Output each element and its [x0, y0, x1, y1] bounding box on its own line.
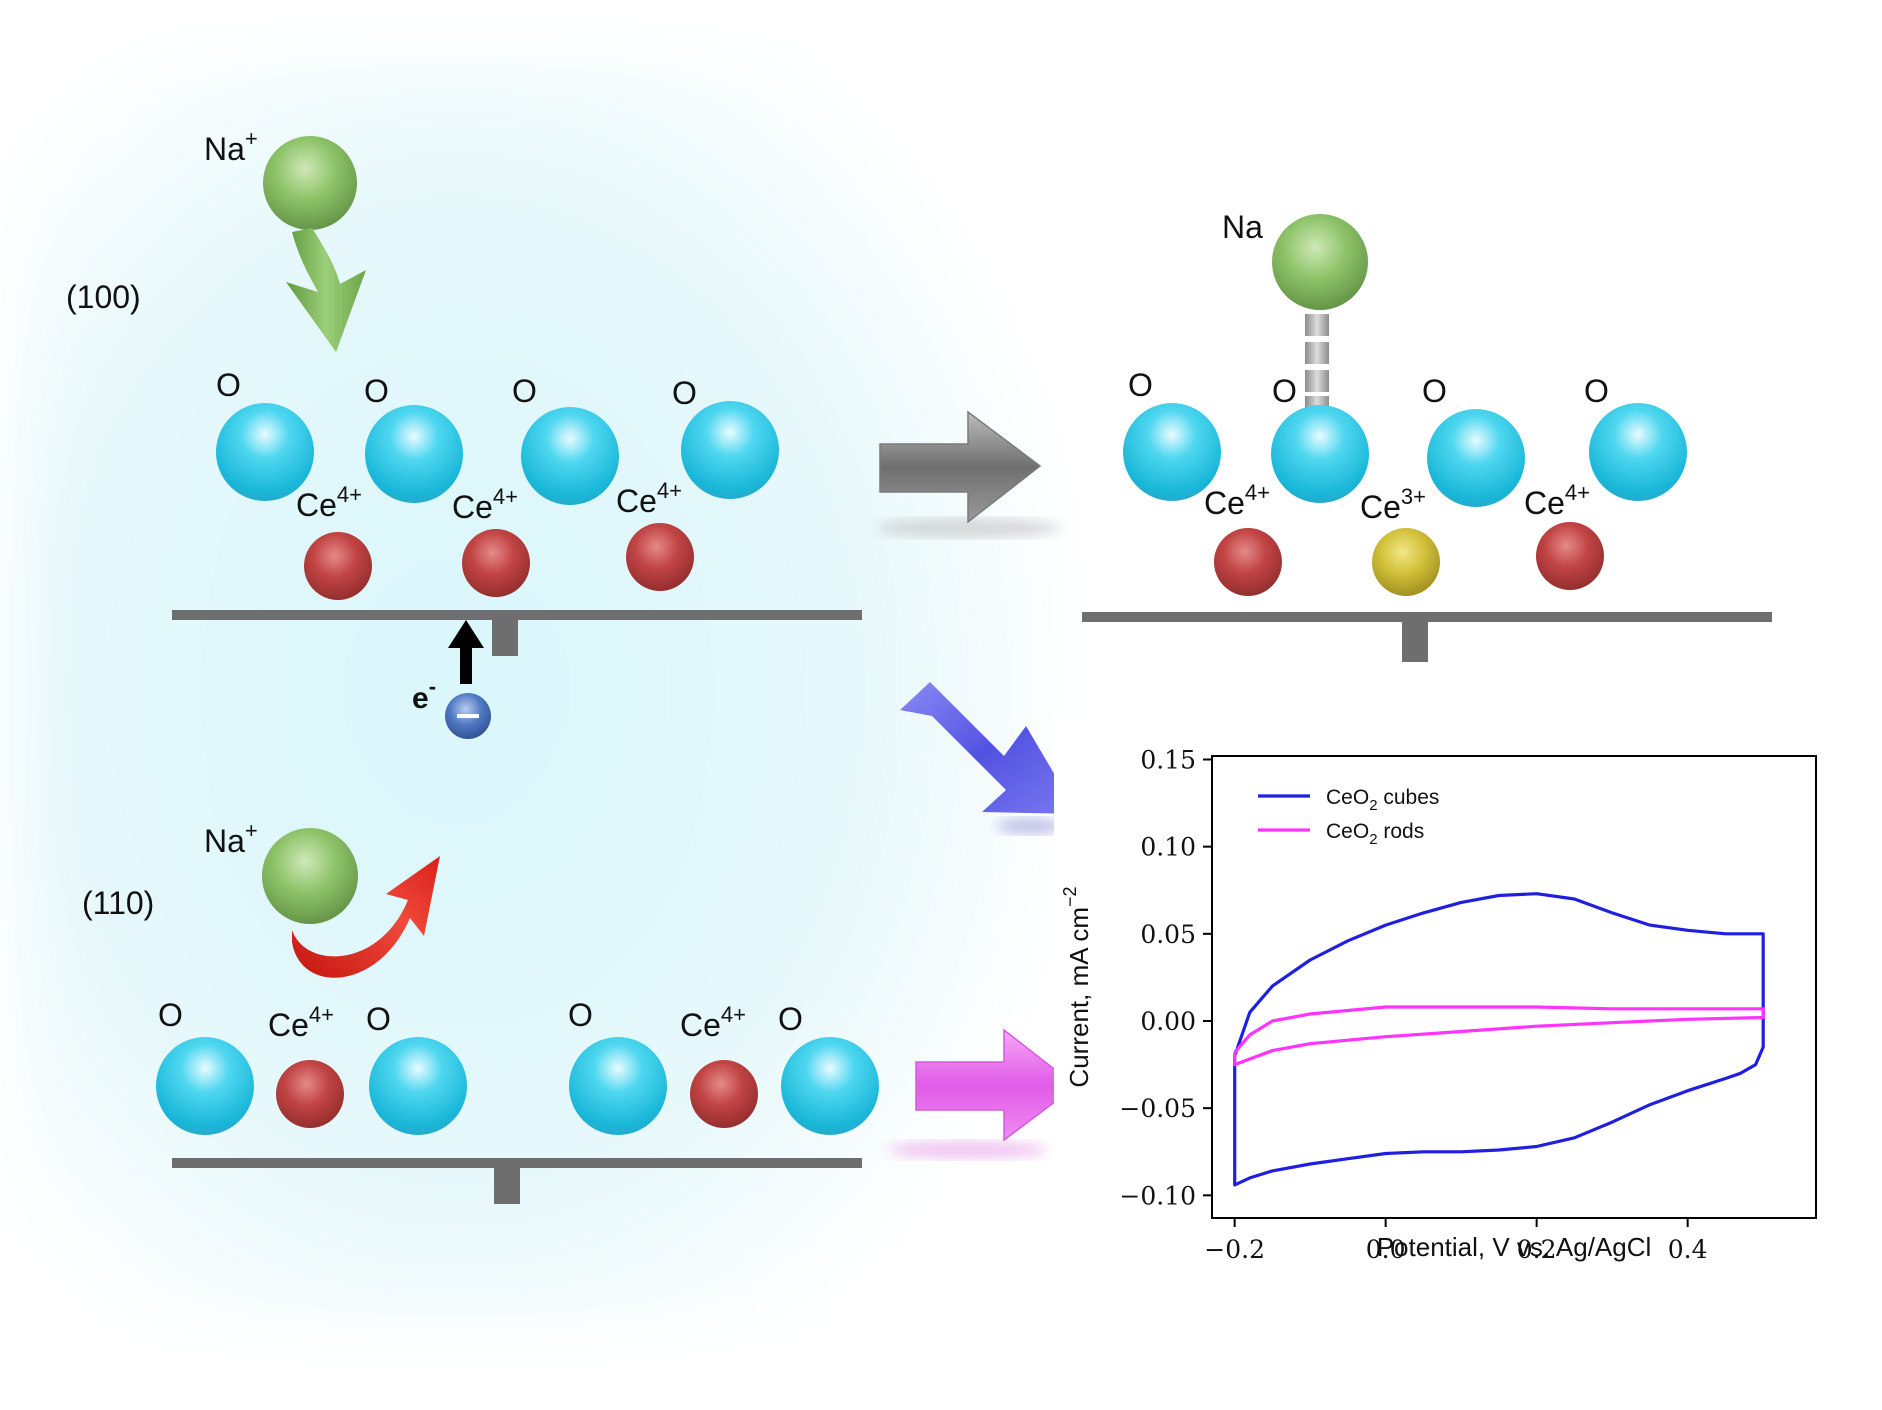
cerium-3-label: Ce3+ — [1360, 484, 1426, 525]
y-axis-label: Current, mA cm−2 — [1060, 886, 1094, 1087]
electrode-contact-110 — [494, 1168, 520, 1204]
sodium-ion-bottom — [262, 828, 358, 924]
oxygen-atom — [521, 407, 619, 505]
cerium-4-atom — [304, 532, 372, 600]
y-tick-label: −0.05 — [1119, 1094, 1196, 1123]
minus-icon — [457, 714, 479, 718]
cerium-4-label: Ce4+ — [452, 484, 518, 525]
oxygen-label: O — [158, 997, 183, 1033]
electron-arrow-shaft — [460, 644, 472, 684]
series-group — [1233, 892, 1765, 1187]
cerium-4-label: Ce4+ — [616, 478, 682, 519]
oxygen-label: O — [672, 375, 697, 411]
oxygen-label: O — [1272, 373, 1297, 409]
y-tick-label: 0.10 — [1140, 833, 1196, 862]
electrode-contact-100 — [492, 620, 518, 656]
oxygen-atom — [781, 1037, 879, 1135]
legend-label: CeO2 cubes — [1326, 786, 1439, 814]
oxygen-label: O — [778, 1001, 803, 1037]
cerium-4-label: Ce4+ — [1204, 480, 1270, 521]
magenta-arrow-icon — [915, 1028, 1078, 1142]
y-tick-label: 0.05 — [1140, 920, 1196, 949]
oxygen-atom — [1271, 405, 1369, 503]
cerium-4-atom — [1214, 528, 1282, 596]
oxygen-label: O — [568, 997, 593, 1033]
oxygen-label: O — [216, 367, 241, 403]
oxygen-label: O — [1422, 373, 1447, 409]
oxygen-label: O — [512, 373, 537, 409]
oxygen-atom — [216, 403, 314, 501]
blue-arrow-icon — [900, 682, 1078, 814]
na-adsorbed-label: Na — [1222, 209, 1263, 245]
legend-label: CeO2 rods — [1326, 820, 1424, 848]
oxygen-label: O — [364, 373, 389, 409]
cerium-4-label: Ce4+ — [1524, 480, 1590, 521]
na-plus-label-bottom: Na+ — [204, 818, 258, 859]
oxygen-atom — [365, 405, 463, 503]
cerium-4-label: Ce4+ — [680, 1002, 746, 1043]
red-arrow-icon — [292, 856, 440, 978]
oxygen-atom — [156, 1037, 254, 1135]
cerium-4-label: Ce4+ — [296, 482, 362, 523]
sodium-atom-adsorbed — [1272, 214, 1368, 310]
electron-label: e- — [412, 674, 436, 715]
cv-chart: 0.15 0.10 0.05 0.00 −0.05 −0.10 −0.2 0.0 0.2 0.4… — [1054, 716, 1882, 1312]
cerium-4-atom — [462, 529, 530, 597]
oxygen-atom — [1589, 403, 1687, 501]
y-tick-label: 0.15 — [1140, 745, 1196, 774]
x-tick-label: −0.2 — [1204, 1235, 1265, 1264]
sodium-ion-top — [263, 136, 357, 230]
na-o-bond — [1305, 314, 1329, 412]
x-axis-ticks: −0.2 0.0 0.2 0.4 — [1204, 1218, 1708, 1264]
oxygen-label: O — [366, 1001, 391, 1037]
oxygen-atom — [681, 401, 779, 499]
background-glow — [20, 60, 1060, 1320]
blue-arrow-shadow — [996, 818, 1064, 834]
y-tick-label: −0.10 — [1119, 1181, 1196, 1210]
oxygen-atom — [1427, 409, 1525, 507]
cerium-4-atom — [1536, 522, 1604, 590]
x-tick-label: 0.2 — [1517, 1235, 1557, 1264]
y-axis-ticks: 0.15 0.10 0.05 0.00 −0.05 −0.10 — [1119, 745, 1212, 1210]
cerium-4-atom — [276, 1060, 344, 1128]
oxygen-label: O — [1128, 367, 1153, 403]
oxygen-atom — [569, 1037, 667, 1135]
plot-area — [1211, 755, 1817, 1219]
cerium-4-atom — [626, 523, 694, 591]
electrode-bar-110 — [172, 1158, 862, 1168]
x-axis-label: Potential, V vs. Ag/AgCl — [1377, 1232, 1652, 1262]
cerium-3-atom — [1372, 528, 1440, 596]
magenta-arrow-shadow — [888, 1141, 1048, 1159]
oxygen-atom — [1123, 403, 1221, 501]
y-tick-label: 0.00 — [1140, 1007, 1196, 1036]
facet-label-110: (110) — [82, 885, 154, 921]
electrode-contact-adsorbed — [1402, 622, 1428, 662]
facet-label-100: (100) — [66, 279, 141, 315]
x-tick-label: 0.4 — [1668, 1235, 1708, 1264]
green-arrow-icon — [286, 228, 366, 352]
gray-arrow-icon — [879, 410, 1042, 524]
na-plus-label-top: Na+ — [204, 126, 258, 167]
cerium-4-atom — [690, 1060, 758, 1128]
oxygen-atom — [369, 1037, 467, 1135]
gray-arrow-shadow — [876, 518, 1060, 538]
cerium-4-label: Ce4+ — [268, 1002, 334, 1043]
oxygen-label: O — [1584, 373, 1609, 409]
series-line-rods — [1233, 1005, 1765, 1067]
electrode-bar-adsorbed — [1082, 612, 1772, 622]
series-line-cubes — [1233, 892, 1765, 1187]
electron-arrow-icon — [448, 620, 484, 648]
x-tick-label: 0.0 — [1366, 1235, 1406, 1264]
cv-chart-svg: 0.15 0.10 0.05 0.00 −0.05 −0.10 −0.2 0.0 0.2 0.4… — [1060, 745, 1817, 1264]
electrode-bar-100 — [172, 610, 862, 620]
